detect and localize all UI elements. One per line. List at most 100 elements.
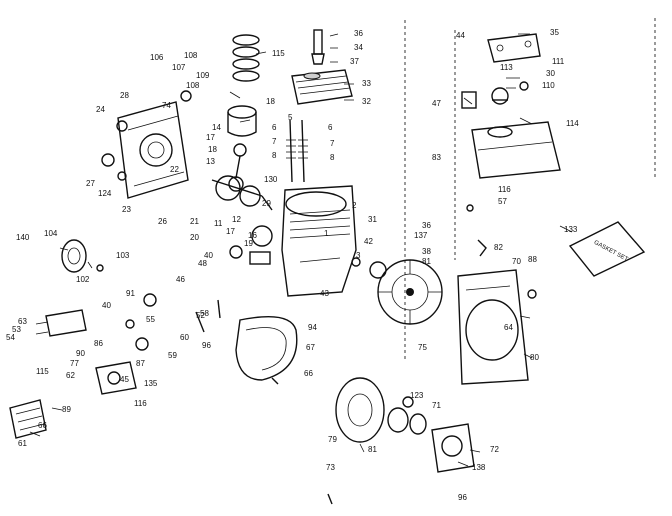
callout-number: 6 bbox=[272, 123, 277, 132]
callout-number: 59 bbox=[168, 351, 177, 360]
callout-number: 81 bbox=[368, 445, 377, 454]
callout-number: 130 bbox=[264, 175, 278, 184]
callout-number: 102 bbox=[76, 275, 90, 284]
gasket-set-label: GASKET SET bbox=[593, 240, 629, 263]
fuel-tank bbox=[471, 121, 561, 179]
starter-pulley bbox=[335, 377, 385, 443]
callout-number: 1 bbox=[324, 229, 329, 238]
callout-number: 96 bbox=[202, 341, 211, 350]
callout-number: 87 bbox=[136, 359, 145, 368]
callout-number: 67 bbox=[306, 343, 315, 352]
cylinder-block bbox=[281, 185, 357, 297]
callout-number: 52 bbox=[196, 311, 205, 320]
connecting-rod bbox=[228, 143, 247, 192]
callout-number: 32 bbox=[362, 97, 371, 106]
callout-number: 30 bbox=[546, 69, 555, 78]
callout-number: 64 bbox=[504, 323, 513, 332]
callout-number: 8 bbox=[272, 151, 277, 160]
callout-number: 88 bbox=[528, 255, 537, 264]
callout-number: 110 bbox=[542, 81, 555, 90]
callout-number: 36 bbox=[354, 29, 363, 38]
small-fittings bbox=[96, 81, 537, 505]
callout-number: 33 bbox=[362, 79, 371, 88]
callout-number: 75 bbox=[418, 343, 427, 352]
callout-number: 80 bbox=[530, 353, 539, 362]
callout-number: 47 bbox=[432, 99, 441, 108]
callout-number: 66 bbox=[38, 421, 47, 430]
callout-number: 6 bbox=[328, 123, 333, 132]
callout-number: 89 bbox=[62, 405, 71, 414]
callout-number: 104 bbox=[44, 229, 58, 238]
callout-number: 43 bbox=[320, 289, 329, 298]
callout-number: 17 bbox=[226, 227, 235, 236]
callout-number: 63 bbox=[18, 317, 27, 326]
blower-housing bbox=[457, 269, 529, 385]
callout-number: 83 bbox=[432, 153, 441, 162]
callout-number: 40 bbox=[204, 251, 213, 260]
callout-number: 27 bbox=[86, 179, 95, 188]
piston-rings bbox=[232, 34, 260, 82]
starter-cup bbox=[431, 423, 475, 473]
callout-number: 116 bbox=[134, 399, 147, 408]
callout-number: 37 bbox=[350, 57, 359, 66]
callout-number: 28 bbox=[120, 91, 129, 100]
crankshaft bbox=[211, 175, 273, 211]
tank-cap bbox=[491, 87, 509, 105]
callout-number: 116 bbox=[498, 185, 511, 194]
callout-number: 137 bbox=[414, 231, 428, 240]
callout-number: 113 bbox=[500, 63, 513, 72]
callout-number: 29 bbox=[262, 199, 271, 208]
callout-number: 123 bbox=[410, 391, 424, 400]
callout-number: 71 bbox=[432, 401, 441, 410]
air-filter bbox=[9, 399, 47, 439]
callout-number: 8 bbox=[330, 153, 335, 162]
callout-number: 107 bbox=[172, 63, 186, 72]
callout-number: 115 bbox=[272, 49, 285, 58]
callout-number: 77 bbox=[70, 359, 79, 368]
callout-number: 14 bbox=[212, 123, 221, 132]
callout-number: 44 bbox=[456, 31, 465, 40]
callout-number: 5 bbox=[288, 113, 293, 122]
callout-number: 23 bbox=[122, 205, 131, 214]
callout-number: 24 bbox=[96, 105, 105, 114]
gasket-set-box bbox=[568, 221, 646, 277]
callout-number: 90 bbox=[76, 349, 85, 358]
callout-number: 135 bbox=[144, 379, 158, 388]
callout-number: 106 bbox=[150, 53, 164, 62]
spark-plug bbox=[311, 29, 325, 65]
callout-number: 7 bbox=[330, 139, 335, 148]
callout-number: 45 bbox=[120, 375, 129, 384]
callout-number: 21 bbox=[190, 217, 199, 226]
callout-number: 7 bbox=[272, 137, 277, 146]
cylinder-head bbox=[291, 69, 353, 105]
callout-number: 62 bbox=[66, 371, 75, 380]
callout-number: 108 bbox=[184, 51, 198, 60]
callout-number: 73 bbox=[326, 463, 335, 472]
callout-number: 61 bbox=[18, 439, 27, 448]
bracket-left bbox=[45, 309, 87, 337]
callout-number: 81 bbox=[422, 257, 431, 266]
callout-number: 114 bbox=[566, 119, 579, 128]
callout-number: 55 bbox=[146, 315, 155, 324]
callout-number: 42 bbox=[364, 237, 373, 246]
callout-number: 20 bbox=[190, 233, 199, 242]
callout-number: 91 bbox=[126, 289, 135, 298]
callout-number: 115 bbox=[36, 367, 49, 376]
callout-number: 133 bbox=[564, 225, 578, 234]
callout-number: 60 bbox=[180, 333, 189, 342]
callout-number: 79 bbox=[328, 435, 337, 444]
callout-number: 138 bbox=[472, 463, 486, 472]
callout-number: 34 bbox=[354, 43, 363, 52]
callout-number: 140 bbox=[16, 233, 30, 242]
callout-number: 13 bbox=[206, 157, 215, 166]
callout-number: 58 bbox=[200, 309, 209, 318]
callout-number: 40 bbox=[102, 301, 111, 310]
callout-number: 86 bbox=[94, 339, 103, 348]
callout-number: 109 bbox=[196, 71, 210, 80]
callout-number: 19 bbox=[244, 239, 253, 248]
callout-number: 111 bbox=[552, 57, 565, 66]
callout-number: 103 bbox=[116, 251, 130, 260]
callout-number: 57 bbox=[498, 197, 507, 206]
